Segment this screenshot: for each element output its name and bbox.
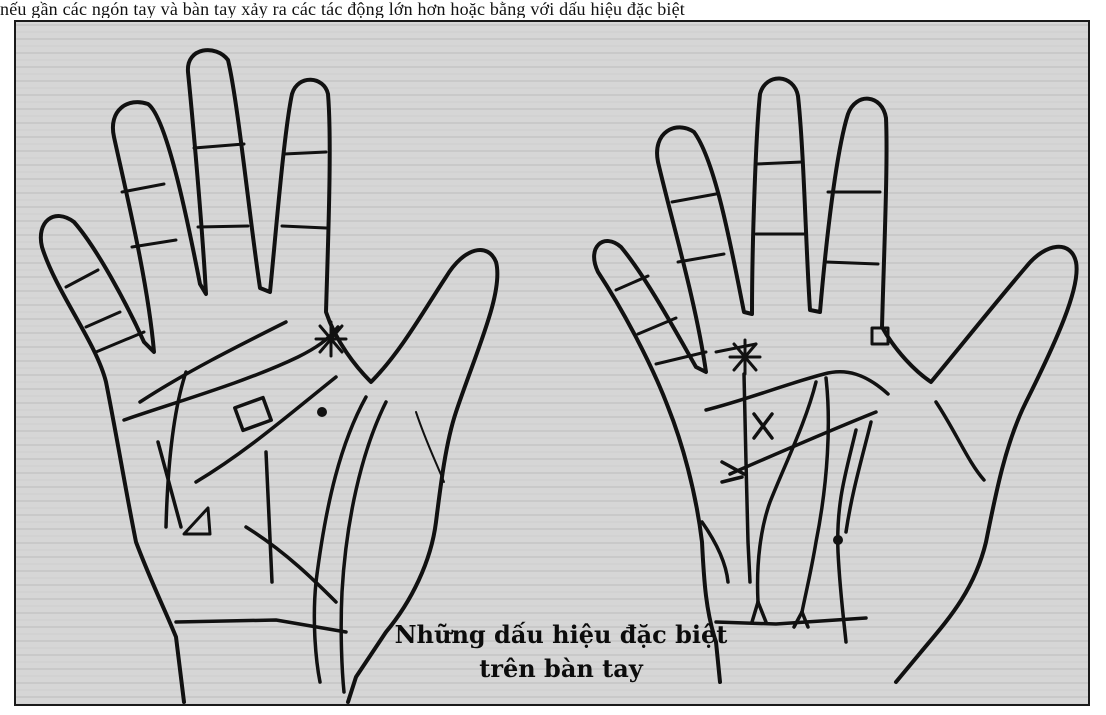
star-mark-icon bbox=[730, 340, 760, 374]
caption-line-1: Những dấu hiệu đặc biệt bbox=[346, 618, 776, 652]
caption-line-2: trên bàn tay bbox=[346, 652, 776, 686]
dot-mark-icon bbox=[833, 535, 843, 545]
header-text: nếu gần các ngón tay và bàn tay xảy ra c… bbox=[0, 0, 1106, 18]
dot-mark-icon bbox=[317, 407, 327, 417]
star-mark-icon bbox=[316, 322, 346, 356]
palmistry-figure: Những dấu hiệu đặc biệt trên bàn tay bbox=[14, 20, 1090, 706]
figure-caption: Những dấu hiệu đặc biệt trên bàn tay bbox=[346, 618, 776, 686]
figure-drawing bbox=[16, 22, 1088, 704]
